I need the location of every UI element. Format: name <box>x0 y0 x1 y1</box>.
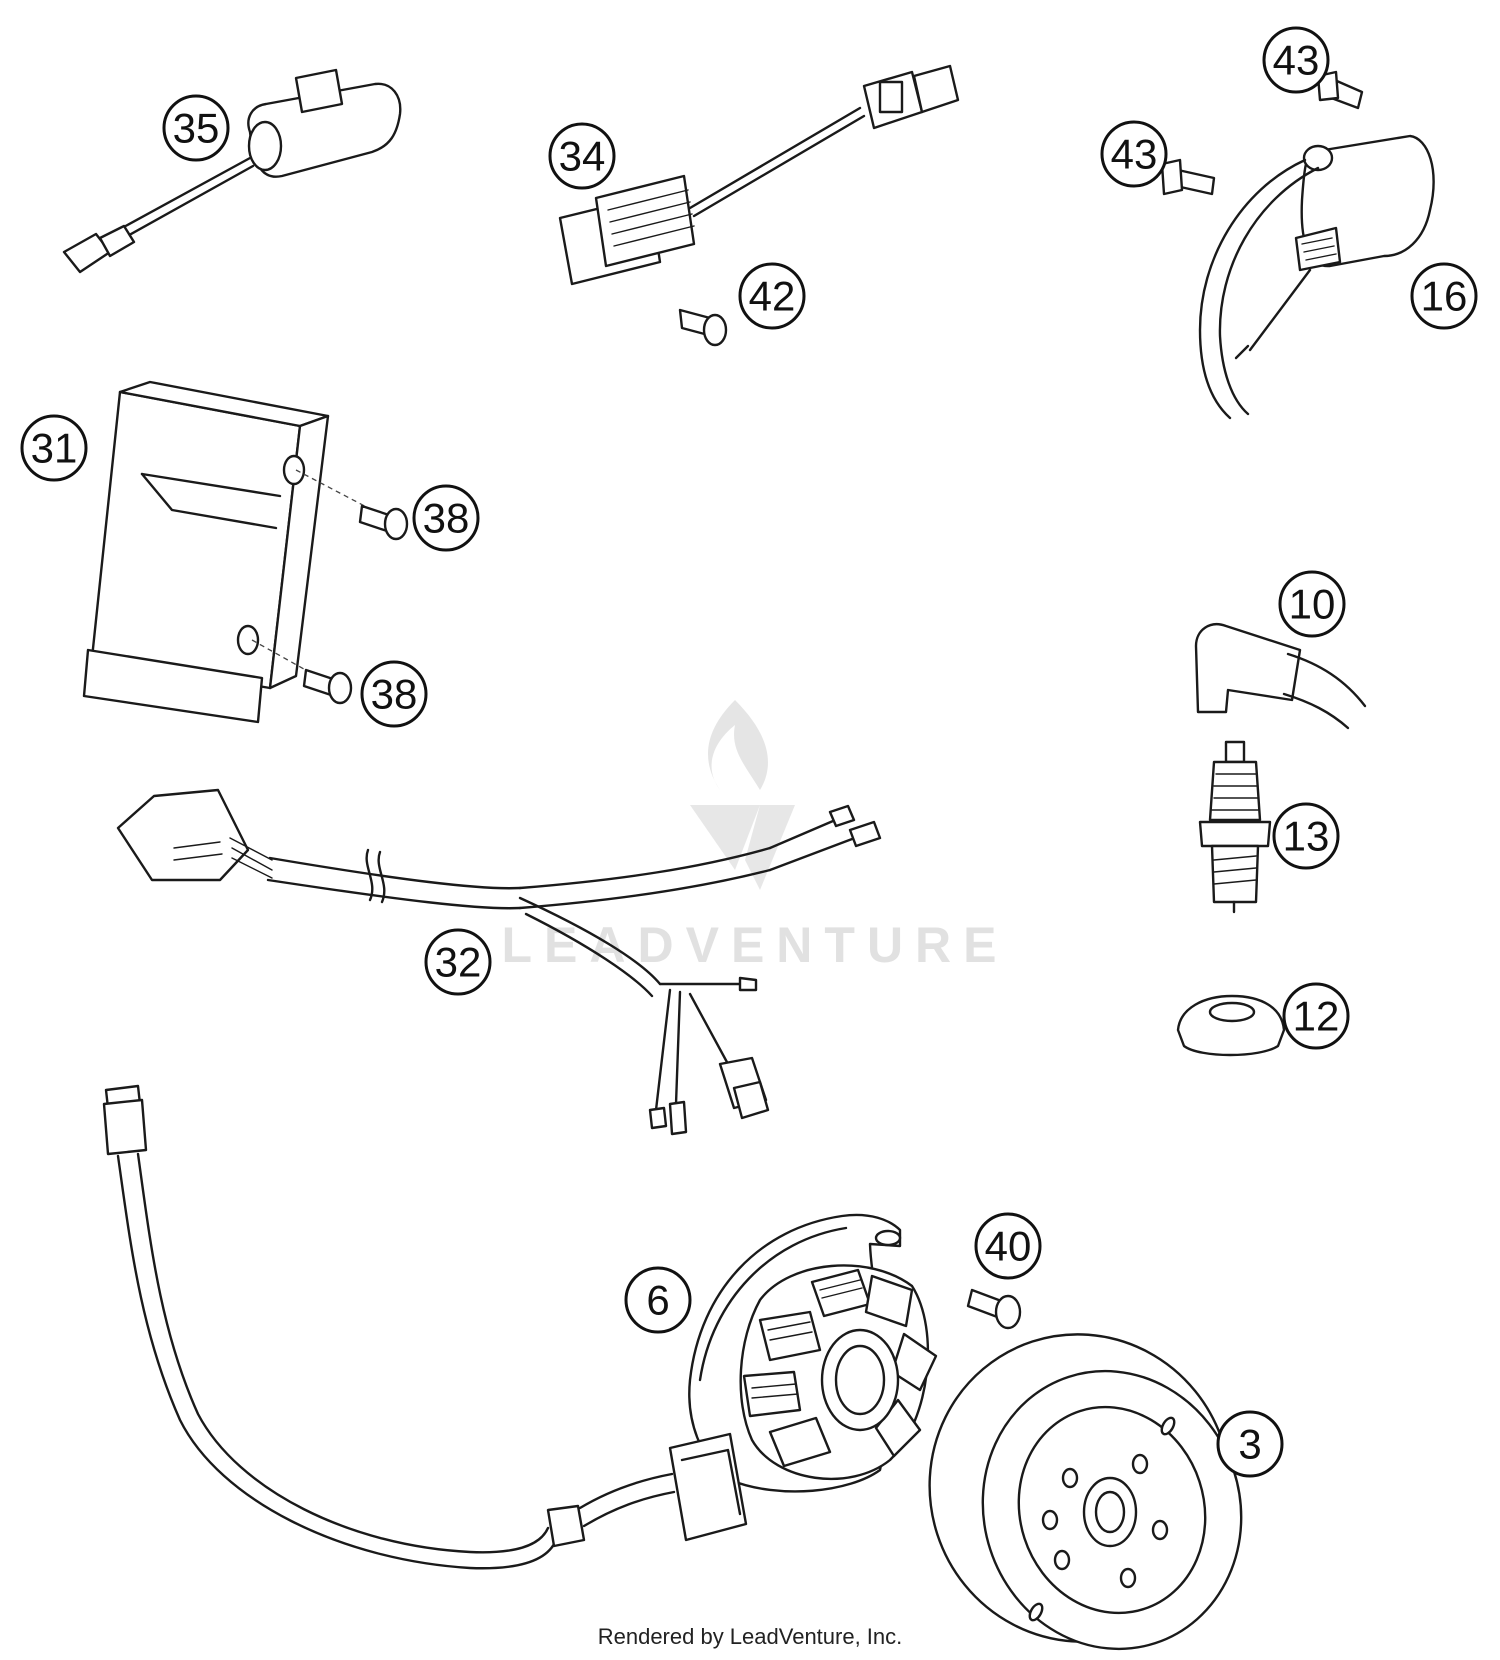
svg-text:16: 16 <box>1421 273 1468 320</box>
svg-text:12: 12 <box>1293 993 1340 1040</box>
part-10-plug-cap <box>1194 623 1367 730</box>
part-31-cdi-box <box>82 380 330 724</box>
svg-text:10: 10 <box>1289 581 1336 628</box>
callout-42: 42 <box>738 262 806 330</box>
callout-43-upper: 43 <box>1262 26 1330 94</box>
flame-logo-icon <box>708 700 768 790</box>
callout-16: 16 <box>1410 262 1478 330</box>
callout-13: 13 <box>1272 802 1340 870</box>
callout-38-lower: 38 <box>360 660 428 728</box>
callout-40: 40 <box>974 1212 1042 1280</box>
part-34-regulator <box>558 64 960 286</box>
part-16-ignition-coil <box>1198 134 1435 420</box>
svg-text:13: 13 <box>1283 813 1330 860</box>
part-6-stator <box>668 1213 938 1542</box>
part-35-connector <box>62 68 402 274</box>
part-40-screw <box>966 1288 1022 1330</box>
svg-text:6: 6 <box>646 1277 669 1324</box>
part-42-screw <box>678 308 728 347</box>
svg-text:43: 43 <box>1273 37 1320 84</box>
part-12-washer <box>1176 994 1286 1057</box>
callout-10: 10 <box>1278 570 1346 638</box>
callout-31: 31 <box>20 414 88 482</box>
svg-text:38: 38 <box>371 671 418 718</box>
callout-35: 35 <box>162 94 230 162</box>
callout-34: 34 <box>548 122 616 190</box>
part-38-screw-lower <box>251 639 353 705</box>
callout-43-lower: 43 <box>1100 120 1168 188</box>
svg-text:35: 35 <box>173 105 220 152</box>
callout-6: 6 <box>624 1266 692 1334</box>
svg-text:31: 31 <box>31 425 78 472</box>
watermark: LEADVENTURE <box>501 700 997 973</box>
callout-12: 12 <box>1282 982 1350 1050</box>
part-32-wiring-harness <box>116 788 882 1136</box>
part-43-screw-upper <box>1316 70 1364 110</box>
svg-text:34: 34 <box>559 133 606 180</box>
v-logo-icon <box>690 805 795 890</box>
svg-text:3: 3 <box>1238 1421 1261 1468</box>
svg-text:38: 38 <box>423 495 470 542</box>
callout-32: 32 <box>424 928 492 996</box>
rendered-by-credit: Rendered by LeadVenture, Inc. <box>597 1624 903 1649</box>
callout-38-upper: 38 <box>412 484 480 552</box>
part-6-stator-cable <box>102 1084 676 1570</box>
part-38-screw-upper <box>295 469 409 541</box>
part-13-spark-plug <box>1198 740 1272 914</box>
svg-text:40: 40 <box>985 1223 1032 1270</box>
part-43-screw-lower <box>1160 158 1216 196</box>
svg-text:42: 42 <box>749 273 796 320</box>
svg-text:32: 32 <box>435 939 482 986</box>
svg-text:43: 43 <box>1111 131 1158 178</box>
callout-3: 3 <box>1216 1410 1284 1478</box>
part-3-flywheel <box>928 1333 1243 1651</box>
